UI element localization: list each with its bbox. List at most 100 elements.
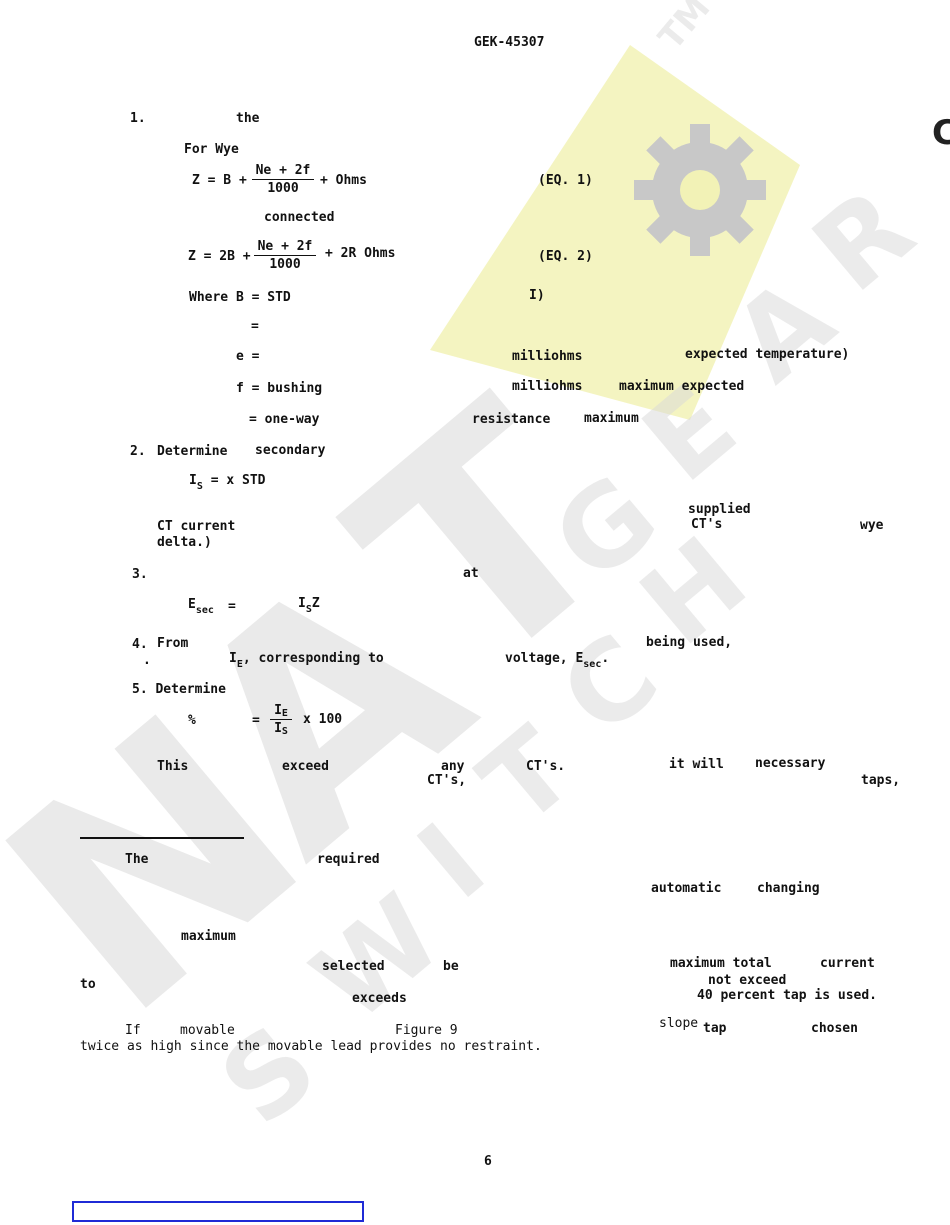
fn-exceeds: exceeds: [352, 991, 407, 1006]
eq1-denominator: 1000: [267, 181, 299, 196]
esec-label: E: [188, 597, 196, 612]
watermark-yellow-diamond: [430, 45, 800, 420]
step3-number: 3.: [132, 567, 148, 582]
step3-at: at: [463, 566, 479, 581]
link-box[interactable]: [72, 1201, 364, 1222]
for-wye-label: For Wye: [184, 142, 239, 157]
step4-from: From: [157, 636, 189, 651]
watermark-tm: TM: [651, 0, 718, 58]
cts-word: CT's: [691, 517, 723, 532]
delta-word: delta.): [157, 535, 212, 550]
voltage-period: .: [601, 651, 610, 666]
step2-determine: Determine: [157, 444, 228, 459]
fn-if: If: [125, 1023, 141, 1038]
gear-icon: [634, 124, 766, 256]
eq-sign-n: =: [251, 319, 259, 334]
watermark-letter-g: G: [530, 450, 681, 606]
where-b: Where B = STD: [189, 290, 291, 305]
r-tail: maximum: [584, 411, 639, 426]
esec-equation: Esec: [188, 597, 214, 616]
step1-number: 1.: [130, 111, 146, 126]
pct-denominator: IS: [274, 721, 288, 737]
step4-number: 4.: [132, 637, 148, 652]
fn-the: The: [125, 852, 149, 867]
fn-slope: slope: [659, 1016, 699, 1031]
fn-chosen: chosen: [811, 1021, 858, 1036]
fn-maximum-total: maximum total: [670, 956, 772, 971]
wye-word: wye: [860, 518, 884, 533]
fn-to: to: [80, 977, 96, 992]
e-definition: e =: [236, 349, 260, 364]
isz-subscript: S: [305, 604, 312, 615]
isz-z: Z: [311, 596, 320, 611]
eq2-lhs: Z = 2B +: [188, 249, 251, 264]
pct-eq: =: [252, 713, 260, 728]
connected-label: connected: [264, 210, 335, 225]
pct-fraction: IE IS: [270, 704, 292, 737]
fn-changing: changing: [757, 881, 820, 896]
para-cts2: CT's,: [427, 773, 467, 788]
f-tail: maximum expected: [619, 379, 745, 394]
para-it-will: it will: [669, 757, 724, 772]
ie-term: IE, corresponding to: [229, 651, 384, 670]
voltage-label: voltage, E: [505, 651, 584, 666]
esec-subscript: sec: [195, 605, 214, 616]
edge-character: C: [932, 113, 950, 153]
where-b-tail: I): [529, 288, 545, 303]
para-cts1: CT's.: [526, 759, 566, 774]
pct-numerator: IE: [270, 704, 292, 720]
step5-number: 5. Determine: [132, 682, 226, 697]
fn-automatic: automatic: [651, 881, 722, 896]
fn-be: be: [443, 959, 459, 974]
isz-i: I: [298, 596, 306, 611]
doc-number: GEK-45307: [474, 35, 545, 50]
is-subscript: S: [196, 481, 203, 492]
watermark-letter-i: I: [395, 799, 509, 923]
fn-forty-pct: 40 percent tap is used.: [697, 988, 878, 1003]
eq1-numerator: Ne + 2f: [252, 164, 314, 180]
footnote-rule: [80, 837, 244, 839]
step4-being-used: being used,: [646, 635, 733, 650]
ct-current-text: CT current: [157, 519, 236, 534]
eq1-tag: (EQ. 1): [538, 173, 593, 188]
fn-figure9: Figure 9: [395, 1023, 458, 1038]
voltage-subscript: sec: [583, 659, 602, 670]
e-tail: expected temperature): [685, 347, 850, 362]
page-number: 6: [484, 1154, 492, 1169]
para-this: This: [157, 759, 189, 774]
is-rhs: = x STD: [210, 473, 266, 488]
fn-last-line: twice as high since the movable lead pro…: [80, 1039, 542, 1054]
times-100: x 100: [303, 712, 343, 727]
watermark-letter-c: C: [537, 610, 681, 760]
e-units: milliohms: [512, 349, 583, 364]
r-definition: = one-way: [249, 412, 320, 427]
eq2-numerator: Ne + 2f: [254, 240, 316, 256]
pct-sign: %: [188, 713, 196, 728]
step1-word: the: [236, 111, 260, 126]
fn-movable: movable: [180, 1023, 235, 1038]
is-equation: IS = x STD: [189, 473, 266, 492]
esec-eq-sign: =: [228, 599, 236, 614]
eq2-fraction: Ne + 2f 1000: [254, 240, 316, 271]
step2-secondary: secondary: [255, 443, 326, 458]
para-necessary: necessary: [755, 756, 826, 771]
ie-subscript: E: [236, 659, 243, 670]
isz-term: ISZ: [298, 596, 320, 615]
ie-label: I: [229, 651, 237, 666]
para-any: any: [441, 759, 465, 774]
voltage-term: voltage, Esec.: [505, 651, 610, 670]
eq1-fraction: Ne + 2f 1000: [252, 164, 314, 195]
fn-not-exceed: not exceed: [708, 973, 787, 988]
step4-dot: .: [143, 653, 151, 668]
ie-corresponding: , corresponding to: [242, 651, 384, 666]
watermark-letter-r: R: [790, 164, 937, 316]
step2-number: 2.: [130, 444, 146, 459]
supplied-word: supplied: [688, 502, 751, 517]
watermark-letter-t2: T: [457, 704, 597, 850]
eq2-denominator: 1000: [269, 257, 301, 272]
para-taps: taps,: [861, 773, 901, 788]
r-resistance: resistance: [472, 412, 551, 427]
para-exceed: exceed: [282, 759, 329, 774]
eq2-rhs: + 2R Ohms: [325, 246, 396, 261]
f-definition: f = bushing: [236, 381, 323, 396]
